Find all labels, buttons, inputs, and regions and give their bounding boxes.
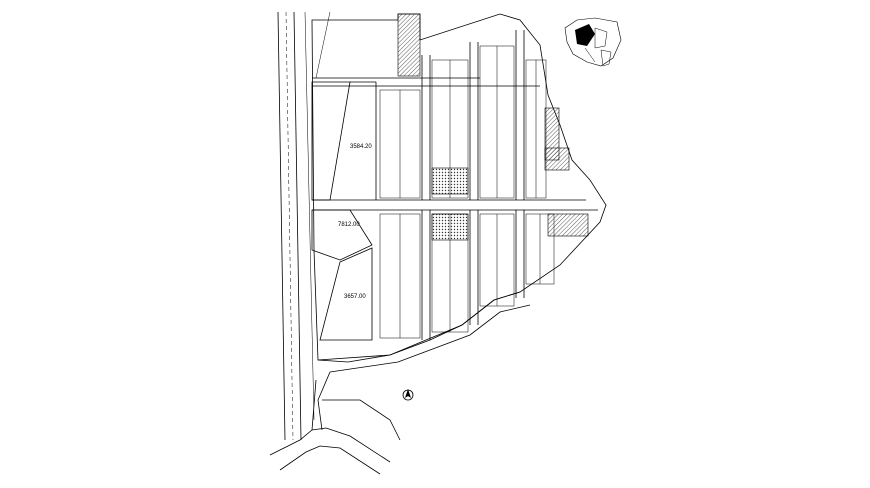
key-map-icon — [564, 17, 622, 67]
south-road — [311, 291, 531, 441]
bottom-junction — [269, 427, 391, 475]
area-label-2: 7812.00 — [338, 222, 360, 228]
plot-grid-north — [379, 45, 547, 199]
reserved-areas — [397, 13, 589, 241]
area-label-1: 3584.20 — [350, 144, 372, 150]
internal-streets — [421, 30, 525, 340]
north-arrow-icon — [402, 389, 414, 401]
area-label-3: 3657.00 — [344, 294, 366, 300]
highway — [277, 11, 315, 441]
plot-large-south — [319, 247, 373, 341]
plot-large-mid — [311, 209, 373, 261]
cross-road — [312, 77, 598, 211]
plot-large-north — [311, 81, 351, 201]
